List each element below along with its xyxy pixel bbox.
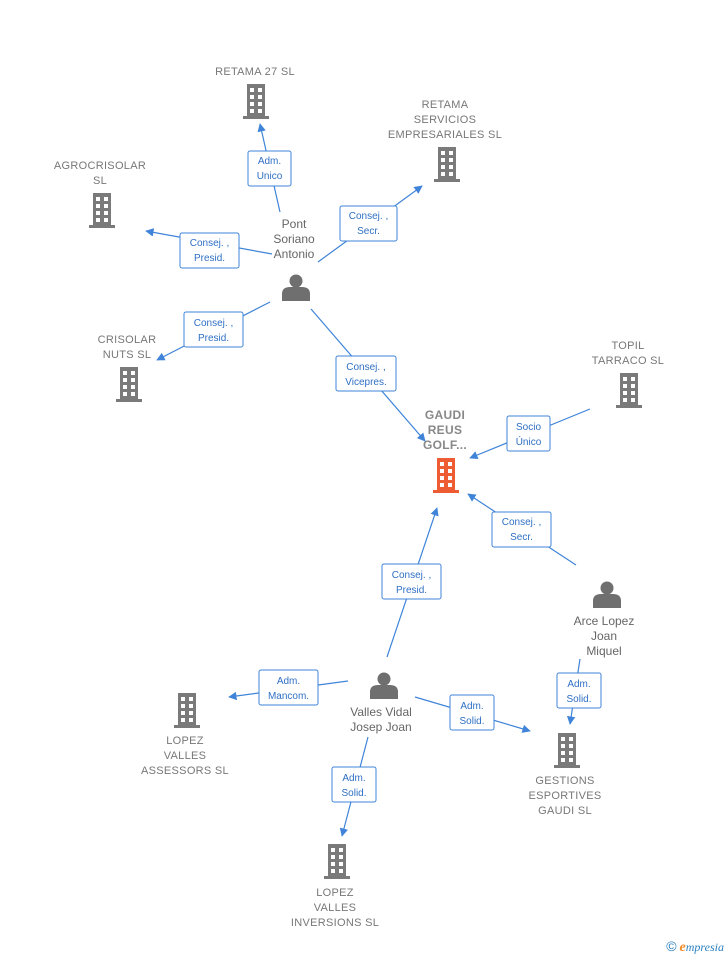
- person-label: Miquel: [586, 644, 621, 658]
- person-valles-vidal[interactable]: Valles Vidal Josep Joan: [350, 672, 412, 735]
- company-label: VALLES: [314, 902, 357, 914]
- company-label: NUTS SL: [103, 349, 152, 361]
- company-gaudi-reus-golf[interactable]: GAUDI REUS GOLF...: [423, 408, 467, 493]
- building-icon: [554, 733, 580, 768]
- relation-text: Solid.: [566, 694, 591, 705]
- person-pont-soriano[interactable]: Pont Soriano Antonio: [273, 217, 315, 301]
- person-label: Arce Lopez: [574, 614, 635, 628]
- brand-initial: e: [679, 940, 686, 955]
- relation-text: Consej. ,: [194, 318, 233, 329]
- relation-r4[interactable]: Consej. , Presid.: [183, 311, 244, 348]
- relation-text: Presid.: [198, 333, 229, 344]
- person-label: Antonio: [274, 247, 315, 261]
- company-label: SERVICIOS: [414, 114, 476, 126]
- relation-text: Solid.: [341, 788, 366, 799]
- company-lopez-valles-assessors[interactable]: LOPEZ VALLES ASSESSORS SL: [141, 693, 229, 777]
- relation-r3[interactable]: Consej. , Presid.: [179, 232, 240, 269]
- relation-text: Adm.: [342, 773, 365, 784]
- relation-text: Único: [516, 435, 542, 448]
- company-label: LOPEZ: [166, 735, 204, 747]
- company-retama-27[interactable]: RETAMA 27 SL: [215, 66, 295, 119]
- company-label: CRISOLAR: [98, 334, 157, 346]
- company-label: INVERSIONS SL: [291, 917, 379, 929]
- relation-text: Adm.: [460, 701, 483, 712]
- relation-text: Presid.: [396, 585, 427, 596]
- relation-text: Consej. ,: [392, 570, 431, 581]
- company-gestions-esportives[interactable]: GESTIONS ESPORTIVES GAUDI SL: [528, 733, 601, 817]
- relation-text: Consej. ,: [190, 238, 229, 249]
- relation-text: Consej. ,: [346, 362, 385, 373]
- relation-r8[interactable]: Consej. , Presid.: [381, 563, 442, 600]
- company-retama-servicios[interactable]: RETAMA SERVICIOS EMPRESARIALES SL: [388, 99, 502, 182]
- relation-labels: Adm. Unico Consej. , Secr. Consej. , Pre…: [179, 150, 602, 803]
- person-icon: [593, 581, 621, 608]
- company-label: SL: [93, 175, 107, 187]
- person-nodes: Pont Soriano Antonio Arce Lopez Joan Miq…: [273, 217, 634, 734]
- company-label: LOPEZ: [316, 887, 354, 899]
- person-label: Josep Joan: [350, 720, 411, 734]
- relation-r1[interactable]: Adm. Unico: [247, 150, 292, 187]
- building-icon: [174, 693, 200, 728]
- company-label: RETAMA: [422, 99, 469, 111]
- company-nodes: RETAMA 27 SL RETAMA SERVICIOS EMPRESARIA…: [54, 66, 664, 929]
- main-company-label: REUS: [428, 423, 463, 437]
- company-label: VALLES: [164, 750, 207, 762]
- relation-r2[interactable]: Consej. , Secr.: [339, 205, 398, 242]
- relation-text: Consej. ,: [502, 517, 541, 528]
- relation-r5[interactable]: Consej. , Vicepres.: [335, 355, 397, 392]
- company-label: ESPORTIVES: [528, 790, 601, 802]
- company-label: TARRACO SL: [592, 355, 664, 367]
- relation-text: Vicepres.: [345, 377, 387, 388]
- company-crisolar-nuts[interactable]: CRISOLAR NUTS SL: [98, 334, 157, 402]
- person-label: Valles Vidal: [350, 705, 412, 719]
- building-icon: [616, 373, 642, 408]
- relation-text: Adm.: [277, 676, 300, 687]
- relation-text: Unico: [257, 171, 283, 182]
- relation-text: Consej. ,: [349, 211, 388, 222]
- relation-r9[interactable]: Adm. Mancom.: [258, 669, 319, 706]
- relation-text: Secr.: [357, 226, 380, 237]
- relation-r12[interactable]: Adm. Solid.: [331, 766, 377, 803]
- relation-text: Solid.: [459, 716, 484, 727]
- company-label: RETAMA 27 SL: [215, 66, 295, 78]
- person-icon: [370, 672, 398, 699]
- company-label: EMPRESARIALES SL: [388, 129, 502, 141]
- company-label: TOPIL: [611, 340, 644, 352]
- relation-text: Presid.: [194, 253, 225, 264]
- relation-r10[interactable]: Adm. Solid.: [449, 694, 495, 731]
- person-label: Soriano: [273, 232, 315, 246]
- company-label: AGROCRISOLAR: [54, 160, 146, 172]
- building-icon: [324, 844, 350, 879]
- person-arce-lopez[interactable]: Arce Lopez Joan Miquel: [574, 581, 635, 659]
- brand-name: mpresia: [685, 940, 724, 954]
- building-icon: [89, 193, 115, 228]
- building-icon: [434, 147, 460, 182]
- main-building-icon: [433, 458, 459, 493]
- company-label: GESTIONS: [535, 775, 594, 787]
- building-icon: [243, 84, 269, 119]
- relation-text: Mancom.: [268, 691, 309, 702]
- company-agrocrisolar[interactable]: AGROCRISOLAR SL: [54, 160, 146, 228]
- relation-r11[interactable]: Adm. Solid.: [556, 672, 602, 709]
- person-icon: [282, 274, 310, 301]
- company-label: ASSESSORS SL: [141, 765, 229, 777]
- person-label: Joan: [591, 629, 617, 643]
- relation-text: Secr.: [510, 532, 533, 543]
- copyright-icon: ©: [666, 938, 677, 954]
- company-topil-tarraco[interactable]: TOPIL TARRACO SL: [592, 340, 664, 408]
- building-icon: [116, 367, 142, 402]
- main-company-label: GOLF...: [423, 438, 467, 452]
- company-label: GAUDI SL: [538, 805, 592, 817]
- person-label: Pont: [282, 217, 307, 231]
- relation-text: Adm.: [567, 679, 590, 690]
- relation-r7[interactable]: Consej. , Secr.: [491, 511, 552, 548]
- main-company-label: GAUDI: [425, 408, 465, 422]
- relation-text: Socio: [516, 422, 541, 433]
- company-lopez-valles-inversions[interactable]: LOPEZ VALLES INVERSIONS SL: [291, 844, 379, 929]
- relation-text: Adm.: [258, 156, 281, 167]
- relation-r6[interactable]: Socio Único: [506, 415, 551, 452]
- empresia-brand[interactable]: ©empresia: [666, 938, 724, 956]
